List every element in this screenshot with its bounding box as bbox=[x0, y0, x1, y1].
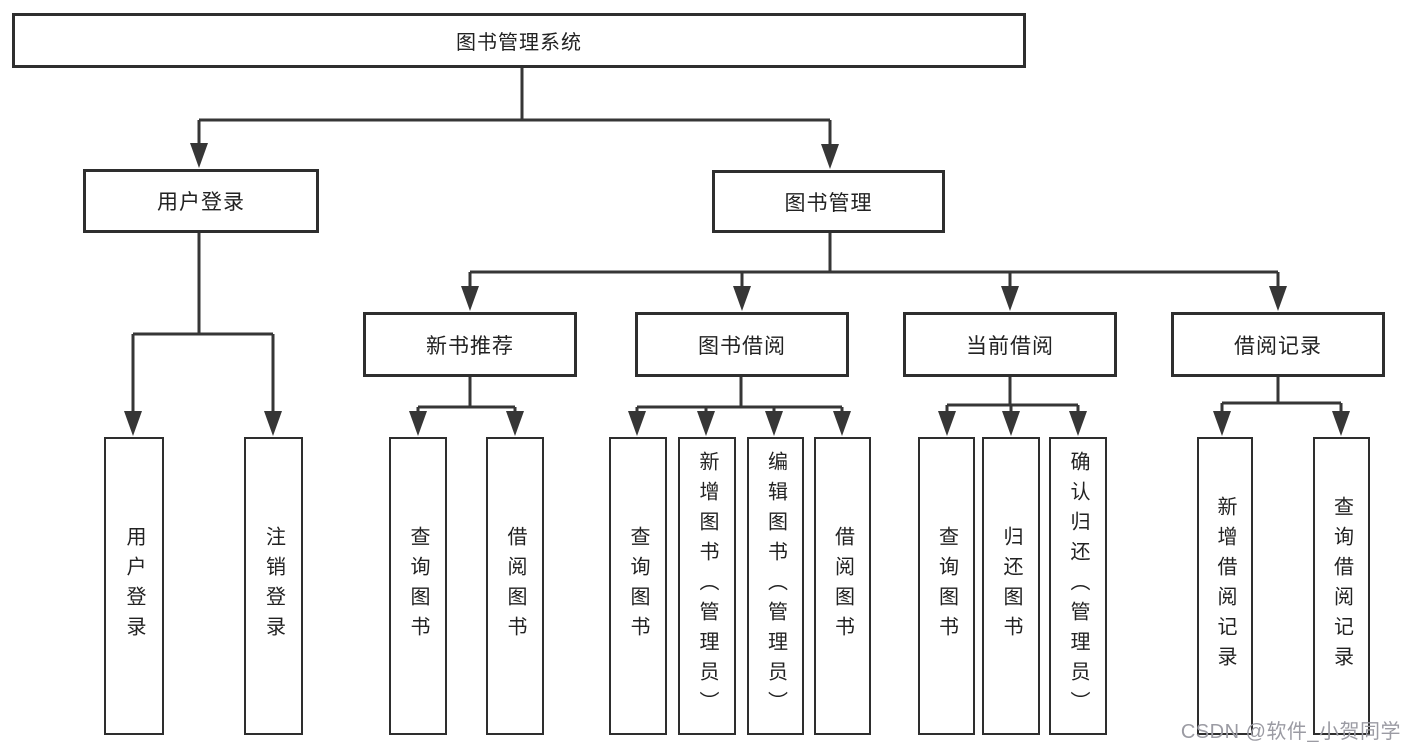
arrowhead-icon bbox=[628, 411, 646, 436]
node-book-borrow: 图书借阅 bbox=[635, 312, 849, 377]
node-label: 归还图书 bbox=[1000, 526, 1022, 646]
arrowhead-icon bbox=[765, 411, 783, 436]
node-leaf-edit-books-admin: 编辑图书（管理员） bbox=[747, 437, 804, 735]
node-current-borrow: 当前借阅 bbox=[903, 312, 1117, 377]
arrowhead-icon bbox=[697, 411, 715, 436]
node-label: 新增图书（管理员） bbox=[696, 451, 718, 721]
node-leaf-query-borrow-record: 查询借阅记录 bbox=[1313, 437, 1370, 735]
node-label: 新书推荐 bbox=[426, 334, 514, 358]
arrowhead-icon bbox=[1002, 411, 1020, 436]
node-label: 用户登录 bbox=[157, 191, 245, 214]
arrowhead-icon bbox=[190, 143, 208, 168]
arrowhead-icon bbox=[1332, 411, 1350, 436]
node-leaf-borrow-books-borrow: 借阅图书 bbox=[814, 437, 871, 735]
node-label: 图书管理 bbox=[784, 191, 873, 215]
connector-user-login bbox=[124, 232, 282, 436]
arrowhead-icon bbox=[1001, 286, 1019, 311]
node-leaf-logout: 注销登录 bbox=[244, 437, 303, 735]
node-label: 借阅记录 bbox=[1234, 334, 1322, 358]
node-leaf-borrow-books-recommend: 借阅图书 bbox=[486, 437, 544, 735]
node-leaf-confirm-return-admin: 确认归还（管理员） bbox=[1049, 437, 1107, 735]
node-borrow-records: 借阅记录 bbox=[1171, 312, 1385, 377]
connector-current-borrow bbox=[938, 377, 1087, 436]
node-label: 新增借阅记录 bbox=[1214, 496, 1236, 676]
node-label: 查询图书 bbox=[407, 526, 429, 646]
arrowhead-icon bbox=[1269, 286, 1287, 311]
node-leaf-query-books-recommend: 查询图书 bbox=[389, 437, 447, 735]
arrowhead-icon bbox=[506, 411, 524, 436]
arrowhead-icon bbox=[821, 144, 839, 169]
connector-book-management bbox=[461, 232, 1287, 311]
node-leaf-return-books: 归还图书 bbox=[982, 437, 1040, 735]
arrowhead-icon bbox=[409, 411, 427, 436]
connector-borrow-records bbox=[1213, 377, 1350, 436]
node-label: 用户登录 bbox=[123, 526, 145, 646]
node-label: 借阅图书 bbox=[831, 526, 854, 646]
arrowhead-icon bbox=[833, 411, 851, 436]
node-leaf-user-login: 用户登录 bbox=[104, 437, 164, 735]
node-book-management: 图书管理 bbox=[712, 170, 945, 233]
node-leaf-query-books-current: 查询图书 bbox=[918, 437, 975, 735]
arrowhead-icon bbox=[264, 411, 282, 436]
node-label: 注销登录 bbox=[262, 526, 285, 646]
connector-root bbox=[190, 67, 839, 169]
arrowhead-icon bbox=[1069, 411, 1087, 436]
node-label: 当前借阅 bbox=[966, 334, 1054, 358]
node-label: 查询图书 bbox=[627, 526, 649, 646]
node-label: 查询借阅记录 bbox=[1330, 496, 1353, 676]
node-user-login: 用户登录 bbox=[83, 169, 319, 233]
connector-new-book-recommend bbox=[409, 377, 524, 436]
node-leaf-add-borrow-record: 新增借阅记录 bbox=[1197, 437, 1253, 735]
node-label: 编辑图书（管理员） bbox=[764, 451, 787, 721]
arrowhead-icon bbox=[124, 411, 142, 436]
node-new-book-recommend: 新书推荐 bbox=[363, 312, 577, 377]
arrowhead-icon bbox=[938, 411, 956, 436]
node-label: 确认归还（管理员） bbox=[1067, 451, 1089, 721]
arrowhead-icon bbox=[733, 286, 751, 311]
node-root-library-system: 图书管理系统 bbox=[12, 13, 1026, 68]
node-leaf-add-books-admin: 新增图书（管理员） bbox=[678, 437, 736, 735]
node-label: 图书管理系统 bbox=[456, 32, 582, 54]
arrowhead-icon bbox=[461, 286, 479, 311]
node-label: 借阅图书 bbox=[504, 526, 526, 646]
node-label: 查询图书 bbox=[935, 526, 958, 646]
arrowhead-icon bbox=[1213, 411, 1231, 436]
node-label: 图书借阅 bbox=[698, 334, 786, 358]
node-leaf-query-books-borrow: 查询图书 bbox=[609, 437, 667, 735]
connector-book-borrow bbox=[628, 377, 851, 436]
watermark-text: CSDN @软件_小贺同学 bbox=[1180, 721, 1401, 743]
